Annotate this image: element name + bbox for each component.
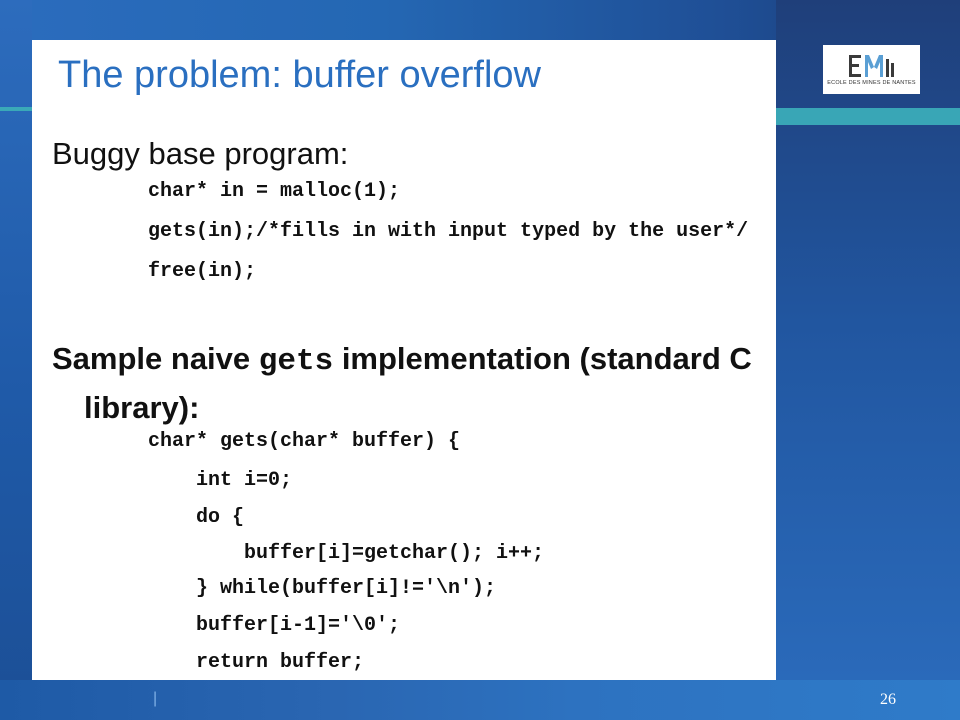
code-line: free(in);: [148, 260, 257, 283]
slide-title: The problem: buffer overflow: [58, 54, 541, 96]
section-heading: Sample naive gets implementation (standa…: [52, 336, 772, 431]
teal-accent-block: [776, 108, 960, 125]
code-line: buffer[i]=getchar(); i++;: [244, 542, 545, 565]
page-number: 26: [880, 691, 896, 708]
heading-text-line2: library):: [84, 390, 200, 425]
code-line: int i=0;: [196, 469, 293, 492]
slide-subtitle: Buggy base program:: [52, 136, 349, 171]
footer-mark: |: [153, 690, 158, 707]
bottom-frame-band: [0, 680, 960, 720]
code-line: do {: [196, 506, 245, 529]
logo-text: ECOLE DES MINES DE NANTES: [827, 80, 916, 86]
code-line: buffer[i-1]='\0';: [196, 614, 401, 637]
code-line: return buffer;: [196, 651, 365, 674]
code-line: } while(buffer[i]!='\n');: [196, 577, 497, 600]
heading-code-word: gets: [258, 344, 334, 379]
code-line: gets(in);/*fills in with input typed by …: [148, 220, 749, 243]
code-line: char* in = malloc(1);: [148, 180, 401, 203]
code-line: char* gets(char* buffer) {: [148, 430, 461, 453]
emn-logo-icon: [849, 55, 894, 77]
heading-text: implementation (standard C: [333, 341, 752, 376]
teal-accent-line: [0, 107, 32, 111]
school-logo: ECOLE DES MINES DE NANTES: [823, 45, 920, 94]
slide-content-panel: [32, 40, 776, 680]
left-frame-band: [0, 0, 32, 720]
heading-text: Sample naive: [52, 341, 259, 376]
